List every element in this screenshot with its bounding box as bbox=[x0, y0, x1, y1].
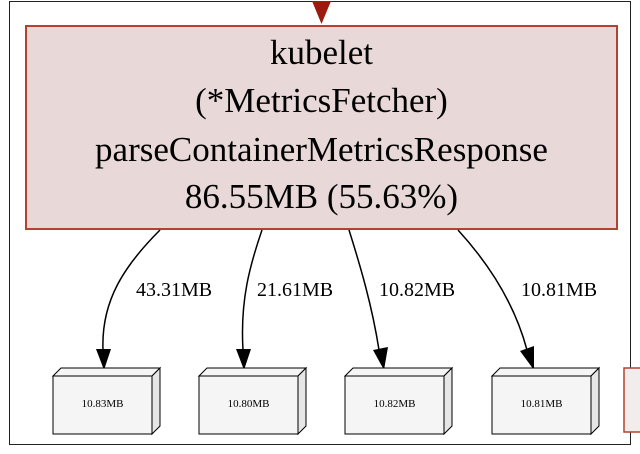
edge-2-label: 21.61MB bbox=[257, 279, 333, 301]
edge-3-arrowhead bbox=[373, 347, 388, 370]
edge-1-arrowhead bbox=[96, 349, 111, 370]
child-node-3-side bbox=[443, 366, 453, 436]
edge-1-label: 43.31MB bbox=[136, 279, 212, 301]
edge-3[interactable]: 10.82MB bbox=[348, 229, 455, 370]
main-node-function: parseContainerMetricsResponse bbox=[95, 130, 548, 169]
edge-3-line bbox=[348, 229, 380, 351]
child-node-1-top bbox=[51, 367, 162, 377]
main-node-size: 86.55MB (55.63%) bbox=[185, 177, 458, 216]
main-node[interactable]: kubelet (*MetricsFetcher) parseContainer… bbox=[25, 25, 618, 230]
edge-1[interactable]: 43.31MB bbox=[96, 229, 212, 370]
offscreen-node-partial-box bbox=[623, 367, 640, 433]
child-node-2-top bbox=[197, 367, 308, 377]
edge-2-line bbox=[241, 229, 263, 351]
edge-4[interactable]: 10.81MB bbox=[457, 229, 597, 370]
child-node-4-label: 10.81MB bbox=[521, 398, 563, 410]
incoming-edge-arrowhead bbox=[312, 1, 331, 24]
child-node-3-label: 10.82MB bbox=[374, 398, 416, 410]
offscreen-node-partial bbox=[623, 367, 640, 433]
edge-2[interactable]: 21.61MB bbox=[236, 229, 333, 370]
main-node-receiver: (*MetricsFetcher) bbox=[195, 81, 448, 120]
child-node-1-label: 10.83MB bbox=[82, 398, 124, 410]
edge-4-line bbox=[457, 229, 528, 351]
child-node-2[interactable]: 10.80MB bbox=[197, 366, 308, 436]
child-node-4-side bbox=[590, 366, 600, 436]
main-node-package: kubelet bbox=[270, 33, 373, 72]
main-node-box bbox=[25, 25, 618, 230]
child-node-1-side bbox=[151, 366, 161, 436]
child-node-1[interactable]: 10.83MB bbox=[51, 366, 162, 436]
edge-4-label: 10.81MB bbox=[521, 279, 597, 301]
child-node-4[interactable]: 10.81MB bbox=[490, 366, 601, 436]
child-node-1-front bbox=[52, 375, 153, 435]
edge-1-line bbox=[102, 229, 161, 351]
child-node-3[interactable]: 10.82MB bbox=[343, 366, 454, 436]
child-node-3-top bbox=[343, 367, 454, 377]
child-node-2-front bbox=[198, 375, 299, 435]
child-node-4-front bbox=[491, 375, 592, 435]
edge-4-arrowhead bbox=[520, 346, 534, 370]
edge-2-arrowhead bbox=[236, 349, 251, 370]
child-node-2-label: 10.80MB bbox=[228, 398, 270, 410]
child-node-2-side bbox=[297, 366, 307, 436]
edge-3-label: 10.82MB bbox=[379, 279, 455, 301]
child-node-3-front bbox=[344, 375, 445, 435]
child-node-4-top bbox=[490, 367, 601, 377]
